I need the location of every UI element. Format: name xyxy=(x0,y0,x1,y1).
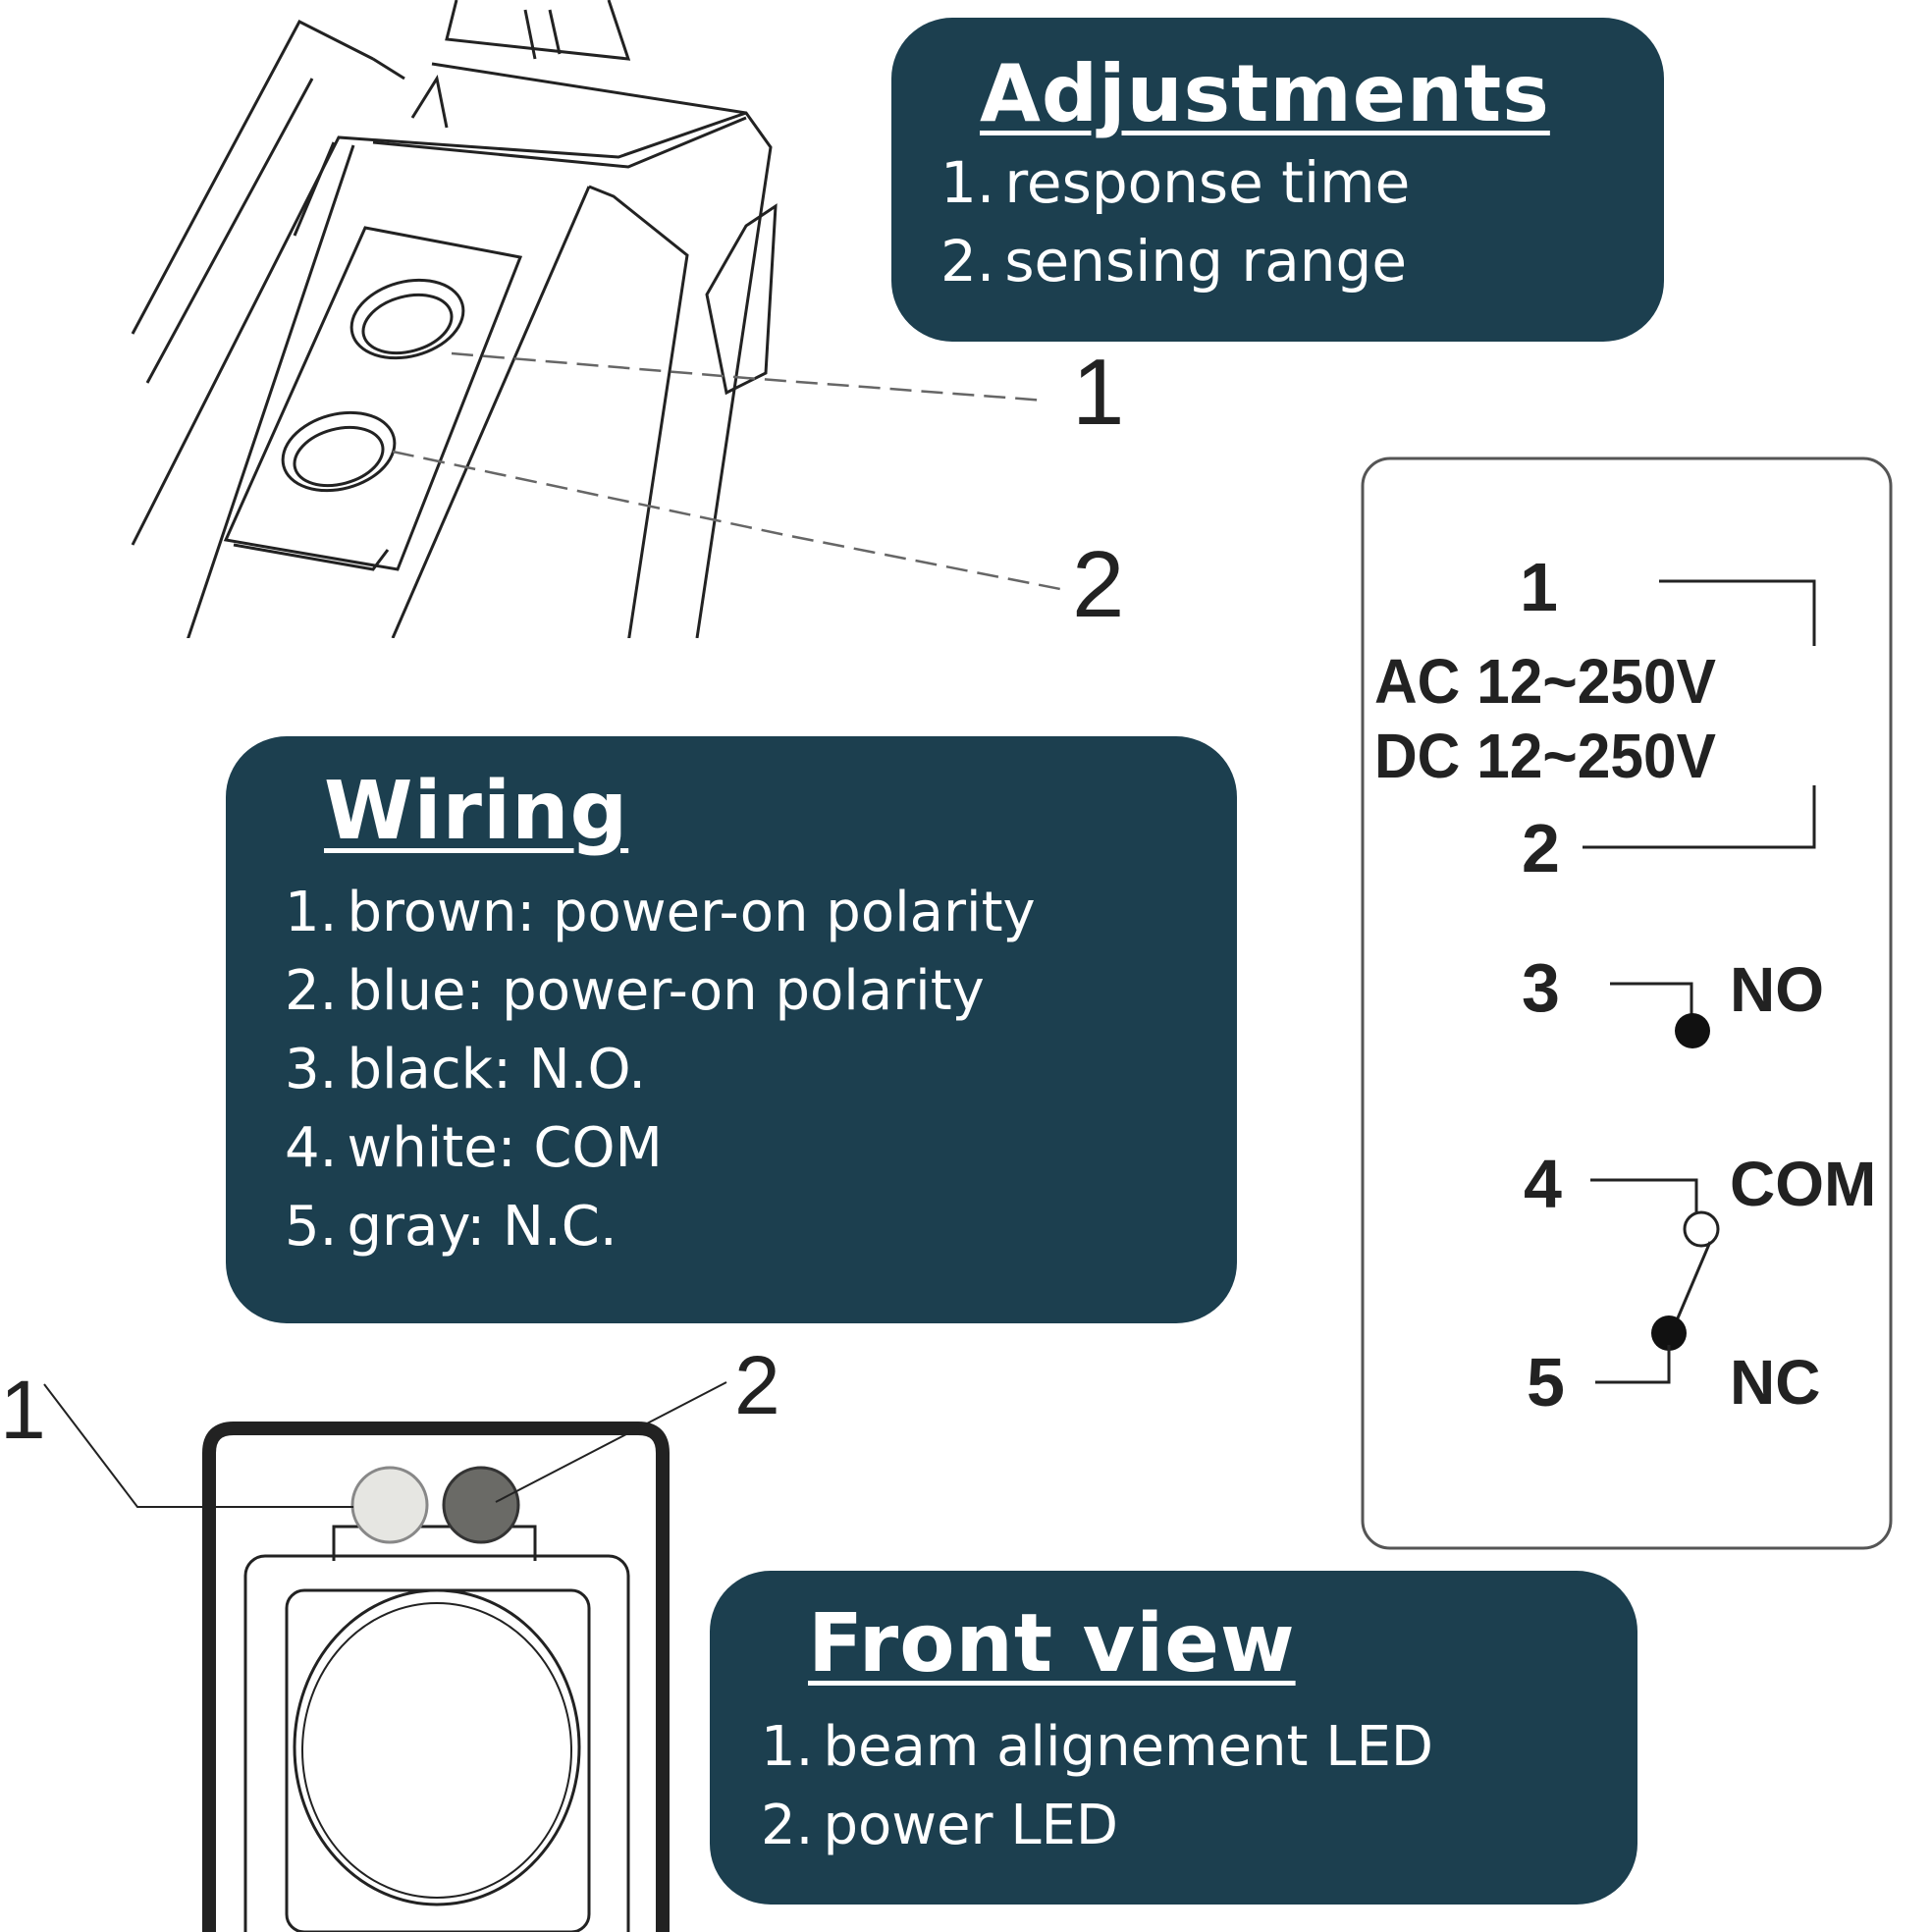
item-text: response time xyxy=(1004,149,1411,216)
supply-ac-label: AC 12~250V xyxy=(1374,646,1716,717)
item-number: 2. xyxy=(940,228,995,295)
wiring-callout: Wiring 1.brown: power-on polarity 2.blue… xyxy=(226,736,1237,1323)
list-item: 3.black: N.O. xyxy=(285,1031,1237,1109)
front-lens xyxy=(293,1588,581,1906)
front-label-2: 2 xyxy=(734,1339,780,1431)
wiring-list: 1.brown: power-on polarity 2.blue: power… xyxy=(285,874,1237,1266)
front-view-title: Front view xyxy=(808,1597,1296,1690)
item-number: 3. xyxy=(285,1038,338,1101)
list-item: 1.brown: power-on polarity xyxy=(285,874,1237,952)
wiring-diagram xyxy=(1361,456,1893,1550)
adjust-label-2: 2 xyxy=(1072,532,1124,637)
front-view-list: 1.beam alignement LED 2.power LED xyxy=(761,1708,1637,1865)
list-item: 2.sensing range xyxy=(940,222,1664,300)
wire-5 xyxy=(1595,1345,1671,1384)
adjustments-list: 1.response time 2.sensing range xyxy=(940,143,1664,300)
front-outer-body xyxy=(202,1422,670,1932)
adjust-screw-1 xyxy=(349,278,465,360)
item-number: 2. xyxy=(285,959,338,1023)
no-label: NO xyxy=(1730,954,1824,1025)
pin-5-label: 5 xyxy=(1527,1344,1565,1421)
item-number: 1. xyxy=(940,149,995,216)
item-text: beam alignement LED xyxy=(823,1715,1433,1779)
pin-3-label: 3 xyxy=(1522,949,1560,1026)
item-text: brown: power-on polarity xyxy=(347,881,1036,944)
front-view-callout: Front view 1.beam alignement LED 2.power… xyxy=(710,1571,1637,1905)
item-number: 4. xyxy=(285,1116,338,1180)
nc-label: NC xyxy=(1730,1347,1820,1418)
supply-dc-label: DC 12~250V xyxy=(1374,721,1716,791)
beam-alignment-led xyxy=(350,1466,429,1544)
wire-4 xyxy=(1590,1178,1698,1215)
wire-3 xyxy=(1610,982,1693,1026)
wiring-title: Wiring xyxy=(324,765,629,858)
wiring-diagram-frame xyxy=(1361,456,1893,1550)
adjust-label-1: 1 xyxy=(1072,340,1124,445)
adjustments-callout: Adjustments 1.response time 2.sensing ra… xyxy=(891,18,1664,342)
list-item: 2.blue: power-on polarity xyxy=(285,952,1237,1031)
item-number: 1. xyxy=(285,881,338,944)
com-label: COM xyxy=(1730,1149,1876,1219)
front-inner-frame xyxy=(243,1554,630,1932)
pin-2-label: 2 xyxy=(1522,810,1560,886)
item-number: 2. xyxy=(761,1794,814,1857)
pin-4-label: 4 xyxy=(1524,1146,1562,1222)
item-text: black: N.O. xyxy=(347,1038,647,1101)
list-item: 1.response time xyxy=(940,143,1664,222)
wire-1 xyxy=(1659,579,1816,646)
wire-2 xyxy=(1583,785,1816,849)
item-text: sensing range xyxy=(1004,228,1407,295)
list-item: 2.power LED xyxy=(761,1787,1637,1865)
com-contact-ring xyxy=(1683,1210,1720,1248)
item-number: 1. xyxy=(761,1715,814,1779)
item-text: blue: power-on polarity xyxy=(347,959,985,1023)
list-item: 5.gray: N.C. xyxy=(285,1188,1237,1266)
front-view-drawing xyxy=(43,1381,727,1932)
item-text: power LED xyxy=(823,1794,1119,1857)
item-number: 5. xyxy=(285,1195,338,1259)
adjustment-drawing xyxy=(0,0,1061,650)
nc-contact-dot xyxy=(1651,1315,1687,1351)
item-text: gray: N.C. xyxy=(347,1195,617,1259)
power-led xyxy=(442,1466,520,1544)
leader-line-1 xyxy=(43,1383,353,1508)
front-label-1: 1 xyxy=(0,1364,46,1456)
switch-arm xyxy=(1675,1241,1712,1321)
adjustments-title: Adjustments xyxy=(980,48,1550,139)
item-text: white: COM xyxy=(347,1116,663,1180)
adjust-screw-2 xyxy=(281,410,397,493)
leader-line-2 xyxy=(495,1381,727,1503)
pin-1-label: 1 xyxy=(1520,549,1558,625)
no-contact-dot xyxy=(1675,1013,1710,1048)
list-item: 4.white: COM xyxy=(285,1109,1237,1188)
list-item: 1.beam alignement LED xyxy=(761,1708,1637,1787)
